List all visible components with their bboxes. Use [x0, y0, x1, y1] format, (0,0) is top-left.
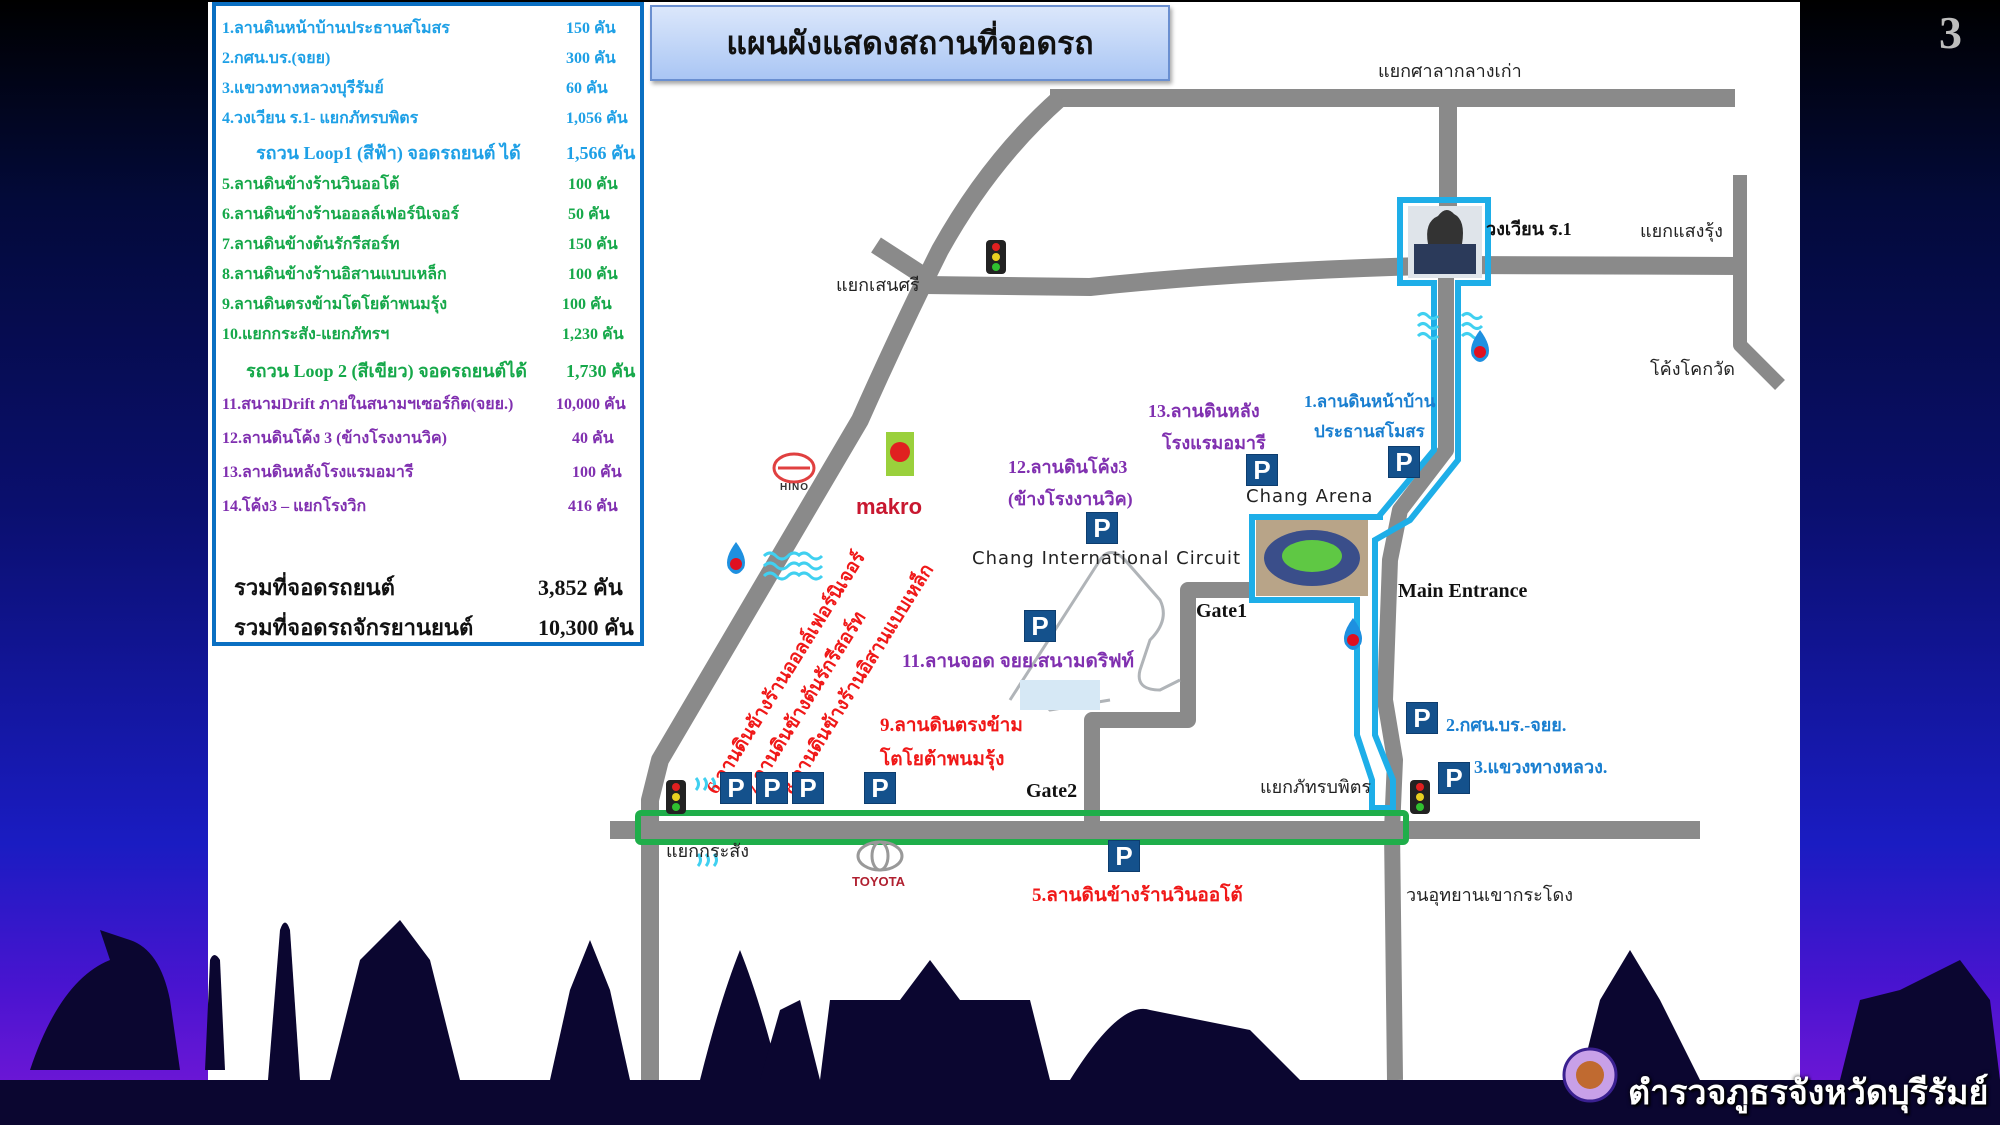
parking-13-label-line2: โรงแรมอมารี	[1162, 433, 1266, 453]
loop2-route	[635, 810, 1409, 845]
place-khao-kradong: วนอุทยานเขากระโดง	[1406, 885, 1573, 906]
parking-sign-icon	[1438, 762, 1470, 794]
place-saeng-rung: แยกแสงรุ้ง	[1640, 221, 1723, 242]
parking-9-label-line1: 9.ลานดินตรงข้าม	[880, 715, 1023, 736]
place-sala-klang-kao: แยกศาลากลางเก่า	[1378, 61, 1522, 82]
road-middle	[924, 256, 1741, 296]
bigc-logo-icon	[886, 432, 914, 476]
parking-12-label-line2: (ข้างโรงงานวิค)	[1008, 489, 1133, 509]
place-roundabout-r1: วงเวียน ร.1	[1486, 219, 1572, 239]
loop1-route	[1249, 197, 1491, 811]
parking-2-label: 2.กศน.บร.-จยย.	[1446, 715, 1567, 735]
gas-station-icons	[727, 330, 1489, 650]
stadium-icon	[1256, 520, 1368, 596]
toyota-brand-label: TOYOTA	[852, 874, 905, 889]
parking-3-label: 3.แขวงทางหลวง.	[1474, 757, 1608, 777]
parking-sign-icon	[1024, 610, 1056, 642]
venue-chang-circuit: Chang International Circuit	[972, 548, 1242, 569]
toyota-logo-icon	[856, 840, 904, 872]
parking-5-label: 5.ลานดินข้างร้านวินออโต้	[1032, 885, 1243, 906]
road-sensri-branch	[871, 237, 935, 288]
parking-13-label-line1: 13.ลานดินหลัง	[1148, 401, 1260, 421]
venue-chang-arena: Chang Arena	[1246, 486, 1374, 507]
place-sen-sri: แยกเสนศรี	[836, 275, 920, 296]
hino-logo-icon	[772, 452, 816, 484]
road-left-diagonal	[641, 91, 1066, 1080]
parking-12-label-line1: 12.ลานดินโค้ง3	[1008, 457, 1128, 477]
place-krasang: แยกกระสัง	[666, 841, 750, 862]
police-emblem-icon	[1562, 1047, 1618, 1103]
parking-11-label: 11.ลานจอด จยย.สนามดริฟท์	[902, 651, 1135, 672]
parking-sign-icon	[720, 772, 752, 804]
road-route-219	[1377, 265, 1454, 1081]
roads	[610, 89, 1785, 1081]
makro-brand-label: makro	[856, 494, 923, 519]
parking-9-label-line2: โตโยต้าพนมรุ้ง	[880, 749, 1005, 770]
parking-1-label-line1: 1.ลานดินหน้าบ้าน	[1304, 392, 1436, 411]
skyline-silhouette	[0, 920, 2000, 1125]
gate1-label: Gate1	[1196, 600, 1248, 622]
road-gate2	[1084, 582, 1250, 830]
parking-sign-icon	[792, 772, 824, 804]
place-khong-khok-wat: โค้งโคกวัด	[1650, 359, 1735, 380]
place-phatthara-bophit: แยกภัทรบพิตร	[1260, 777, 1372, 798]
parking-sign-icon	[864, 772, 896, 804]
circuit-track-icon	[1008, 551, 1181, 712]
parking-sign-icon	[1246, 454, 1278, 486]
parking-1-label-line2: ประธานสโมสร	[1314, 422, 1425, 441]
parking-sign-icon	[756, 772, 788, 804]
traffic-light-icons	[666, 240, 1430, 814]
parking-sign-icon	[1086, 512, 1118, 544]
hino-brand-label: HINO	[780, 482, 809, 493]
footer-organization: ตำรวจภูธรจังหวัดบุรีรัมย์	[1628, 1073, 1989, 1113]
parking-sign-icon	[1388, 446, 1420, 478]
main-entrance-label: Main Entrance	[1398, 580, 1528, 602]
road-right-curve	[1733, 175, 1785, 390]
monument-icon	[1408, 206, 1482, 278]
parking-sign-icon	[1406, 702, 1438, 734]
page-number: 3	[1939, 7, 1962, 58]
gate2-label: Gate2	[1026, 780, 1078, 802]
parking-sign-icon	[1108, 840, 1140, 872]
page-title: แผนผังแสดงสถานที่จอดรถ	[726, 23, 1094, 62]
page-title-box: แผนผังแสดงสถานที่จอดรถ	[650, 5, 1170, 81]
